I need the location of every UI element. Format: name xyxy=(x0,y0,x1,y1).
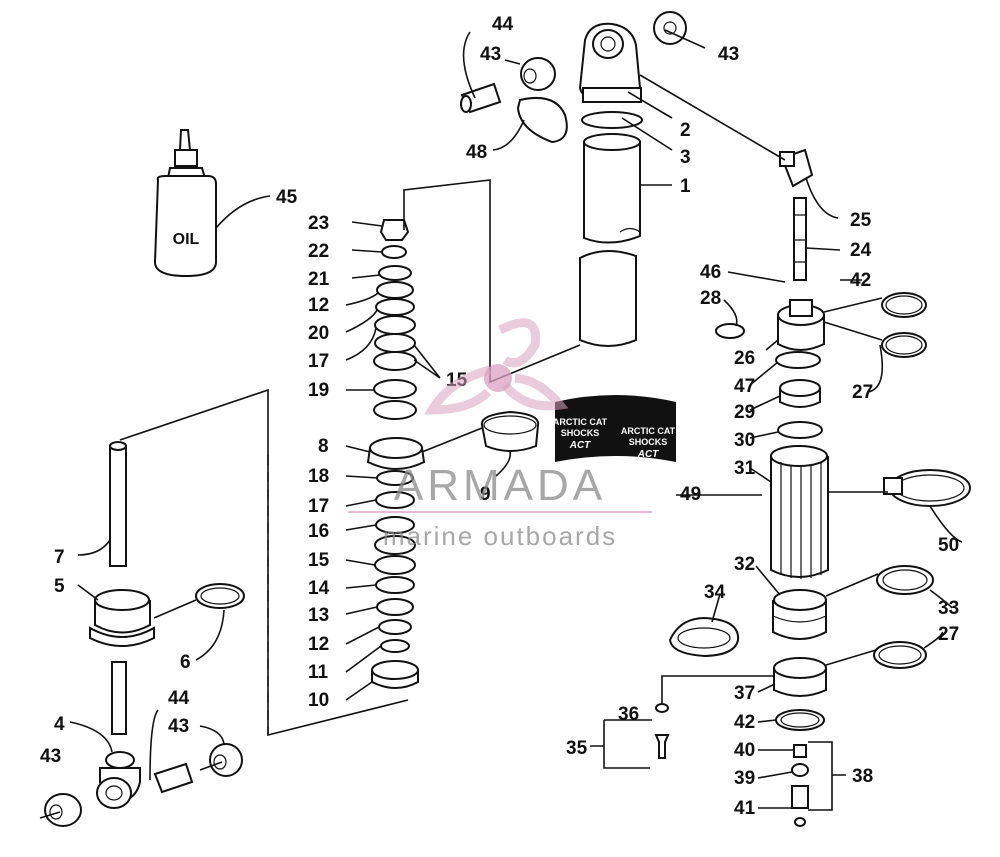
decal-logo-1: ACT xyxy=(569,440,591,451)
callout-35: 35 xyxy=(566,738,588,759)
valve-stack xyxy=(366,219,540,689)
callout-17: 17 xyxy=(308,496,329,517)
leader-lines xyxy=(69,29,963,811)
callout-12: 12 xyxy=(308,634,329,655)
bottle-label: OIL xyxy=(173,231,200,248)
callout-17: 17 xyxy=(308,351,329,372)
watermark-brand: ARMADA xyxy=(394,461,606,510)
callout-3: 3 xyxy=(680,147,691,168)
callout-7: 7 xyxy=(54,547,65,568)
callout-12: 12 xyxy=(308,295,329,316)
callout-48: 48 xyxy=(466,142,487,163)
callout-18: 18 xyxy=(308,466,329,487)
decal-text-1: ARCTIC CAT xyxy=(553,417,608,427)
callout-24: 24 xyxy=(850,240,872,261)
callout-45: 45 xyxy=(276,187,298,208)
callout-9: 9 xyxy=(480,484,491,505)
callout-8: 8 xyxy=(318,436,329,457)
callout-5: 5 xyxy=(54,576,65,597)
callout-6: 6 xyxy=(180,652,191,673)
shaft-assembly xyxy=(39,441,245,827)
callout-22: 22 xyxy=(308,241,329,262)
shock-body-assembly xyxy=(460,11,814,347)
callout-43: 43 xyxy=(480,44,501,65)
callout-46: 46 xyxy=(700,262,721,283)
callout-49: 49 xyxy=(680,484,701,505)
callout-16: 16 xyxy=(308,521,329,542)
decal-text-2: SHOCKS xyxy=(561,428,600,438)
callout-32: 32 xyxy=(734,554,755,575)
callout-27: 27 xyxy=(938,624,959,645)
callout-40: 40 xyxy=(734,740,755,761)
watermark: ARMADA marine outboards xyxy=(348,318,652,551)
callout-41: 41 xyxy=(734,798,756,819)
decal-text-4: SHOCKS xyxy=(629,437,668,447)
callout-11: 11 xyxy=(308,662,329,683)
callout-44: 44 xyxy=(168,688,190,709)
callout-30: 30 xyxy=(734,430,755,451)
callout-27: 27 xyxy=(852,382,873,403)
callout-25: 25 xyxy=(850,210,872,231)
callout-43: 43 xyxy=(168,716,189,737)
callout-15: 15 xyxy=(308,550,330,571)
decal-text-3: ARCTIC CAT xyxy=(621,426,676,436)
callout-2: 2 xyxy=(680,120,691,141)
callout-37: 37 xyxy=(734,683,755,704)
reservoir-assembly xyxy=(654,197,971,827)
callout-43: 43 xyxy=(40,746,61,767)
callout-29: 29 xyxy=(734,402,755,423)
callout-4: 4 xyxy=(54,714,65,735)
watermark-logo-icon xyxy=(484,364,512,392)
callout-44: 44 xyxy=(492,14,514,35)
callout-33: 33 xyxy=(938,598,959,619)
callout-14: 14 xyxy=(308,578,330,599)
callout-34: 34 xyxy=(704,582,726,603)
callout-21: 21 xyxy=(308,269,330,290)
callout-47: 47 xyxy=(734,376,755,397)
callout-10: 10 xyxy=(308,690,329,711)
callout-39: 39 xyxy=(734,768,755,789)
callout-1: 1 xyxy=(680,176,691,197)
callout-50: 50 xyxy=(938,535,959,556)
decal-logo-2: ACT xyxy=(637,449,659,460)
callout-43: 43 xyxy=(718,44,739,65)
callout-labels: 44 43 43 2 3 1 48 25 24 46 42 28 26 27 4… xyxy=(40,14,959,819)
callout-38: 38 xyxy=(852,766,873,787)
callout-13: 13 xyxy=(308,605,329,626)
callout-36: 36 xyxy=(618,704,639,725)
watermark-tagline: marine outboards xyxy=(383,521,617,551)
oil-bottle: OIL xyxy=(153,129,217,278)
callout-23: 23 xyxy=(308,213,329,234)
callout-42: 42 xyxy=(850,270,871,291)
callout-20: 20 xyxy=(308,323,329,344)
callout-31: 31 xyxy=(734,458,756,479)
shock-decal: ARCTIC CAT SHOCKS ACT ARCTIC CAT SHOCKS … xyxy=(553,395,676,462)
callout-28: 28 xyxy=(700,288,721,309)
callout-26: 26 xyxy=(734,348,755,369)
callout-19: 19 xyxy=(308,380,329,401)
callout-42: 42 xyxy=(734,712,755,733)
